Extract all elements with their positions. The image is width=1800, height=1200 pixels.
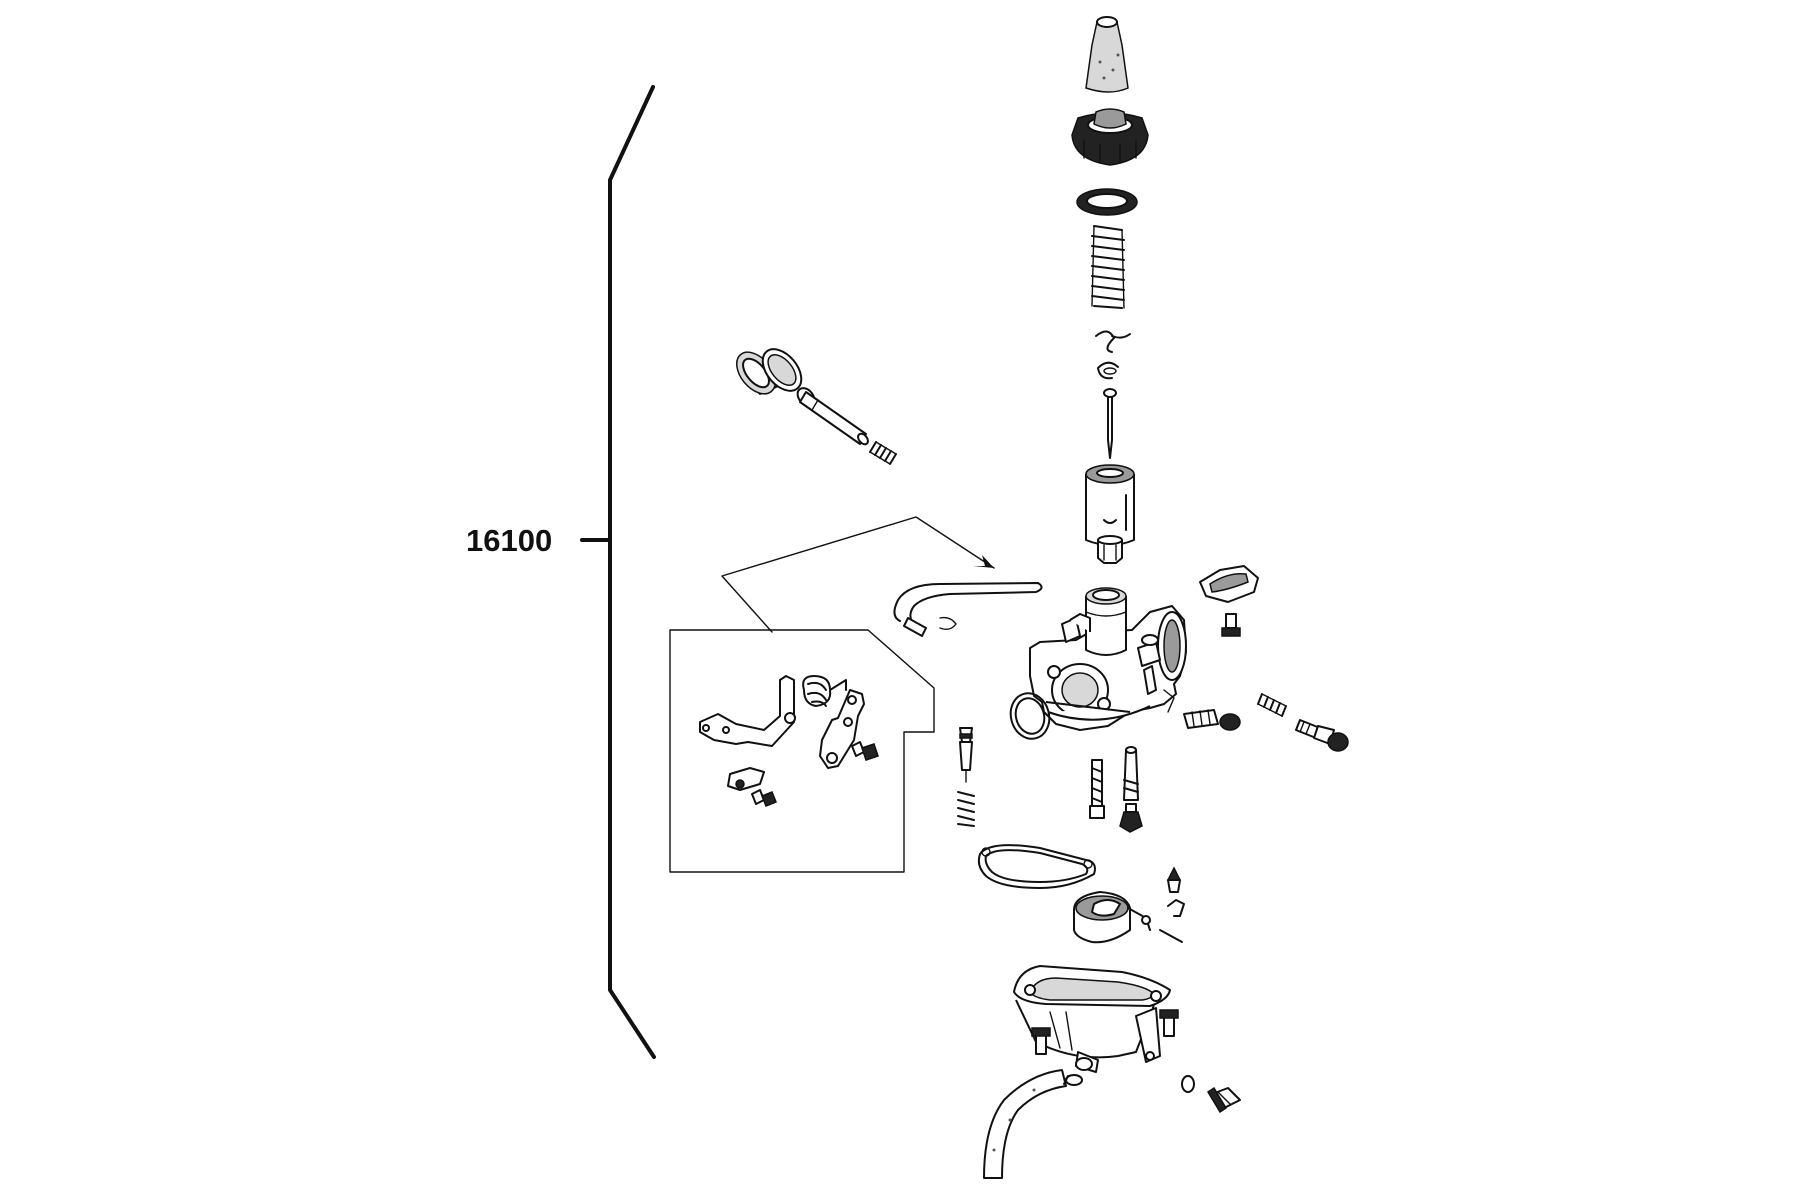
choke-lever-part[interactable] <box>699 675 796 747</box>
clip-screw-part[interactable] <box>751 789 777 807</box>
bowl-screw-right-part[interactable] <box>1159 1009 1179 1037</box>
float-part[interactable] <box>1073 891 1151 944</box>
jet-nut-part[interactable] <box>1119 803 1143 833</box>
cover-screw-part[interactable] <box>1221 613 1241 637</box>
float-bowl-part[interactable] <box>1013 965 1171 1073</box>
drain-washer-part[interactable] <box>1181 1075 1195 1093</box>
float-pin-part[interactable] <box>1159 929 1183 943</box>
needle-clip-part[interactable] <box>1095 330 1131 353</box>
choke-shaft-part[interactable] <box>794 385 870 446</box>
linkage-screw-part[interactable] <box>851 741 879 761</box>
e-clip-part[interactable] <box>1097 361 1119 380</box>
adjust-spring-part[interactable] <box>1257 693 1287 717</box>
throttle-valve-part[interactable] <box>1085 464 1135 546</box>
drain-hose-part[interactable] <box>983 1069 1067 1179</box>
washer-part[interactable] <box>1076 188 1138 216</box>
float-pin-clip-part[interactable] <box>1167 899 1185 917</box>
choke-spring-part[interactable] <box>869 441 897 465</box>
linkage-spring-part[interactable] <box>802 675 847 707</box>
float-gasket-part[interactable] <box>977 844 1096 889</box>
main-jet-part[interactable] <box>1089 759 1105 819</box>
float-needle-part[interactable] <box>1166 866 1182 893</box>
starter-plunger-part[interactable] <box>959 727 973 783</box>
linkage-clip-part[interactable] <box>727 767 765 791</box>
hose-clip-part[interactable] <box>1063 1074 1083 1086</box>
assembly-bracket <box>580 85 656 1059</box>
assembly-part-number[interactable]: 16100 <box>466 523 552 558</box>
rubber-cap-part[interactable] <box>1085 16 1129 93</box>
linkage-plate-part[interactable] <box>819 689 865 769</box>
drain-screw-part[interactable] <box>1206 1086 1241 1114</box>
choke-linkage-inset <box>669 629 935 873</box>
needle-jet-holder-part[interactable] <box>1097 535 1123 564</box>
filter-cap-part[interactable] <box>729 342 809 401</box>
plunger-spring-part[interactable] <box>957 791 975 827</box>
top-cover-part[interactable] <box>1199 565 1259 603</box>
needle-jet-part[interactable] <box>1123 746 1139 801</box>
top-nut-part[interactable] <box>1071 108 1149 166</box>
idle-screw-part[interactable] <box>1183 709 1241 731</box>
throttle-spring-part[interactable] <box>1091 225 1125 309</box>
pointer-lines <box>721 516 995 633</box>
choke-cable-part[interactable] <box>893 582 1043 637</box>
air-screw-part[interactable] <box>1295 719 1349 752</box>
bowl-screw-left-part[interactable] <box>1031 1027 1051 1055</box>
jet-needle-part[interactable] <box>1103 388 1117 459</box>
carburetor-body-part[interactable] <box>1029 587 1187 731</box>
o-ring-part[interactable] <box>1006 689 1055 743</box>
